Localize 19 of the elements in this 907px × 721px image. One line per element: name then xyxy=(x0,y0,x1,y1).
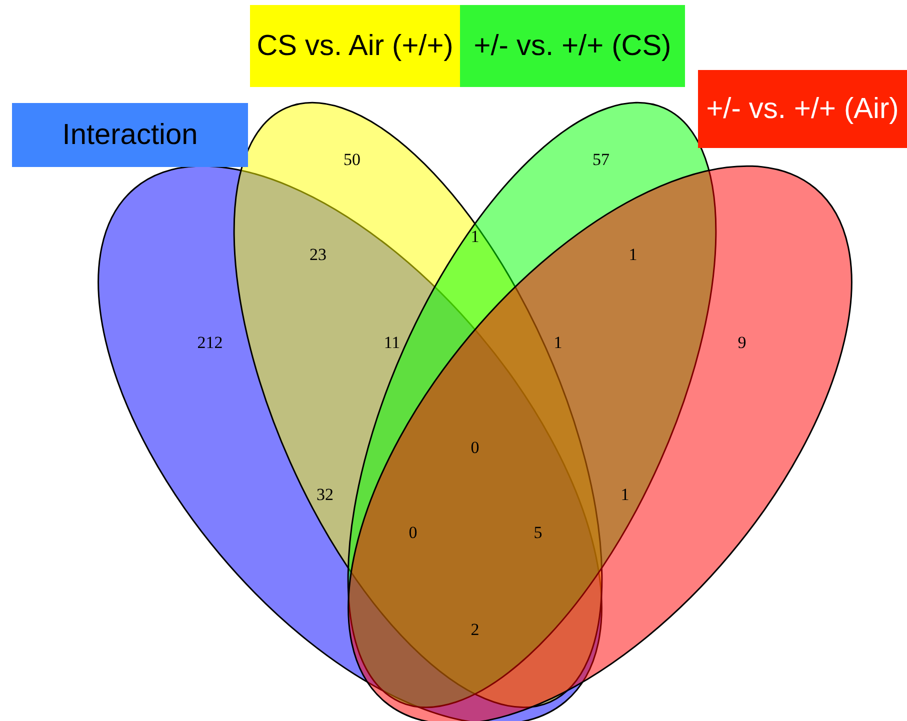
set-label: Interaction xyxy=(12,103,248,167)
region-count: 2 xyxy=(470,620,480,640)
region-count: 5 xyxy=(534,523,542,543)
region-count: 11 xyxy=(384,333,400,353)
region-count: 0 xyxy=(408,523,418,543)
region-count: 57 xyxy=(592,150,610,170)
set-label: CS vs. Air (+/+) xyxy=(250,5,460,87)
region-count: 50 xyxy=(344,150,360,170)
region-count: 32 xyxy=(316,485,334,505)
region-count: 23 xyxy=(310,245,326,265)
set-label: +/- vs. +/+ (Air) xyxy=(698,70,907,148)
set-label: +/- vs. +/+ (CS) xyxy=(460,5,685,87)
region-count: 1 xyxy=(554,333,562,353)
region-count: 1 xyxy=(620,485,630,505)
region-count: 212 xyxy=(197,333,223,353)
region-count: 1 xyxy=(628,245,638,265)
region-count: 1 xyxy=(470,227,480,247)
region-count: 9 xyxy=(738,333,746,353)
region-count: 0 xyxy=(470,438,480,458)
